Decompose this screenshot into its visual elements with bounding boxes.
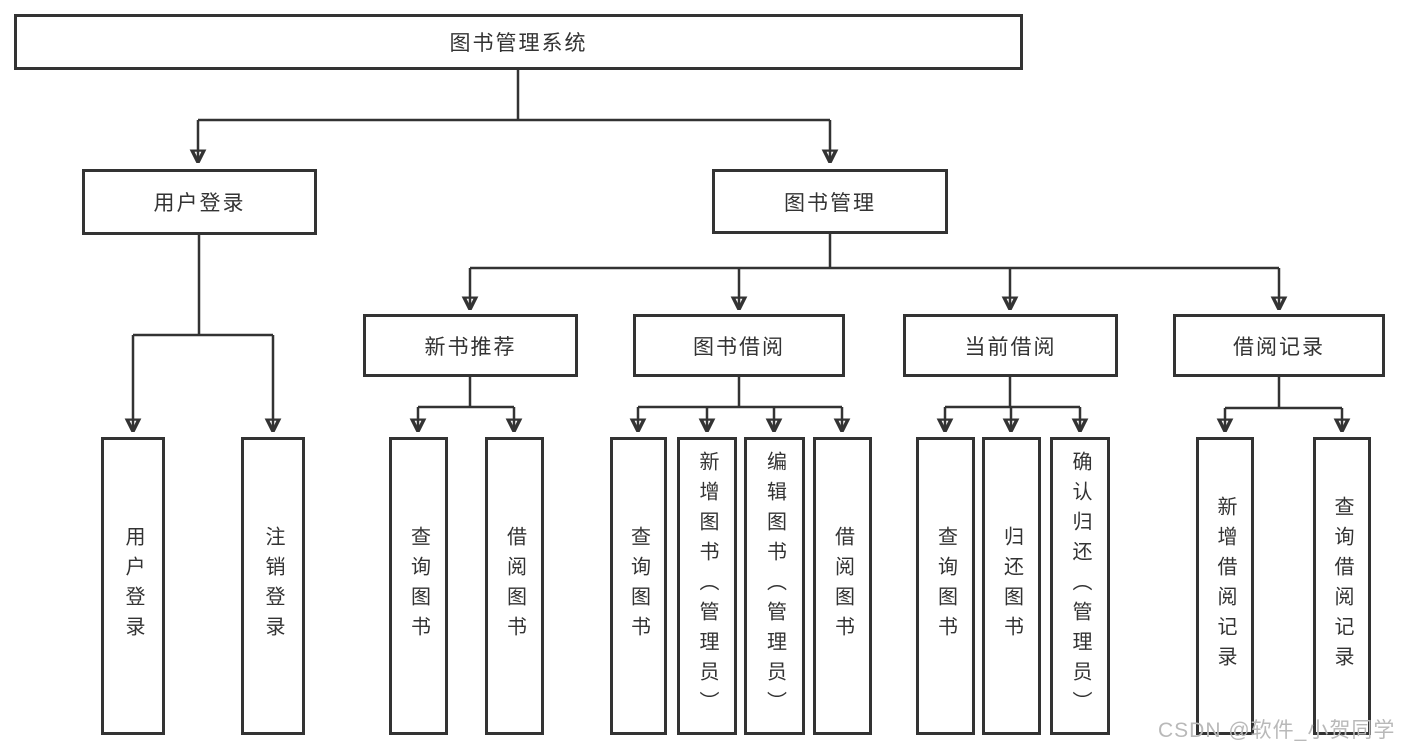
node-borrow-records: 借阅记录 [1173, 314, 1385, 377]
node-user-login-label: 用户登录 [153, 192, 246, 215]
leaf-borrow-books-2-label: 借阅图书 [831, 526, 854, 646]
node-book-borrow: 图书借阅 [633, 314, 845, 377]
node-new-books-label: 新书推荐 [424, 335, 517, 359]
leaf-borrow-books-1: 借阅图书 [485, 437, 544, 735]
leaf-confirm-return-admin: 确认归还（管理员） [1050, 437, 1110, 735]
leaf-query-borrow-record: 查询借阅记录 [1313, 437, 1371, 735]
node-new-books: 新书推荐 [363, 314, 578, 377]
leaf-confirm-return-admin-label: 确认归还（管理员） [1069, 451, 1091, 721]
leaf-return-books: 归还图书 [982, 437, 1041, 735]
leaf-edit-books-admin-label: 编辑图书（管理员） [763, 451, 786, 721]
leaf-query-books-2: 查询图书 [610, 437, 667, 735]
leaf-user-login-label: 用户登录 [122, 526, 144, 646]
node-user-login: 用户登录 [82, 169, 317, 235]
leaf-user-login: 用户登录 [101, 437, 165, 735]
edges-new-books [418, 377, 514, 430]
leaf-borrow-books-1-label: 借阅图书 [503, 526, 526, 646]
edges-borrow-records [1225, 377, 1342, 430]
leaf-add-books-admin-label: 新增图书（管理员） [696, 451, 718, 721]
edges-book-mgmt [470, 234, 1279, 308]
leaf-return-books-label: 归还图书 [1000, 526, 1023, 646]
edges-book-borrow [638, 377, 842, 430]
node-borrow-records-label: 借阅记录 [1233, 335, 1325, 359]
leaf-query-books-1-label: 查询图书 [407, 526, 430, 646]
leaf-logout-label: 注销登录 [262, 526, 284, 646]
node-book-mgmt: 图书管理 [712, 169, 948, 234]
leaf-logout: 注销登录 [241, 437, 305, 735]
leaf-query-books-3: 查询图书 [916, 437, 975, 735]
leaf-query-books-3-label: 查询图书 [934, 526, 957, 646]
edges-user-login [133, 235, 273, 430]
leaf-add-books-admin: 新增图书（管理员） [677, 437, 737, 735]
node-current-borrow-label: 当前借阅 [964, 335, 1057, 359]
edges-root [198, 70, 830, 161]
node-book-mgmt-label: 图书管理 [784, 191, 876, 215]
edges-current-borrow [945, 377, 1080, 430]
node-book-borrow-label: 图书借阅 [693, 335, 785, 359]
leaf-add-borrow-record-label: 新增借阅记录 [1214, 496, 1236, 676]
csdn-watermark: CSDN @软件_小贺同学 [1158, 719, 1396, 742]
leaf-borrow-books-2: 借阅图书 [813, 437, 872, 735]
leaf-query-borrow-record-label: 查询借阅记录 [1331, 496, 1353, 676]
node-root-label: 图书管理系统 [449, 32, 588, 55]
leaf-edit-books-admin: 编辑图书（管理员） [744, 437, 805, 735]
leaf-query-books-1: 查询图书 [389, 437, 448, 735]
leaf-query-books-2-label: 查询图书 [627, 526, 650, 646]
leaf-add-borrow-record: 新增借阅记录 [1196, 437, 1254, 735]
node-current-borrow: 当前借阅 [903, 314, 1118, 377]
node-root: 图书管理系统 [14, 14, 1023, 70]
